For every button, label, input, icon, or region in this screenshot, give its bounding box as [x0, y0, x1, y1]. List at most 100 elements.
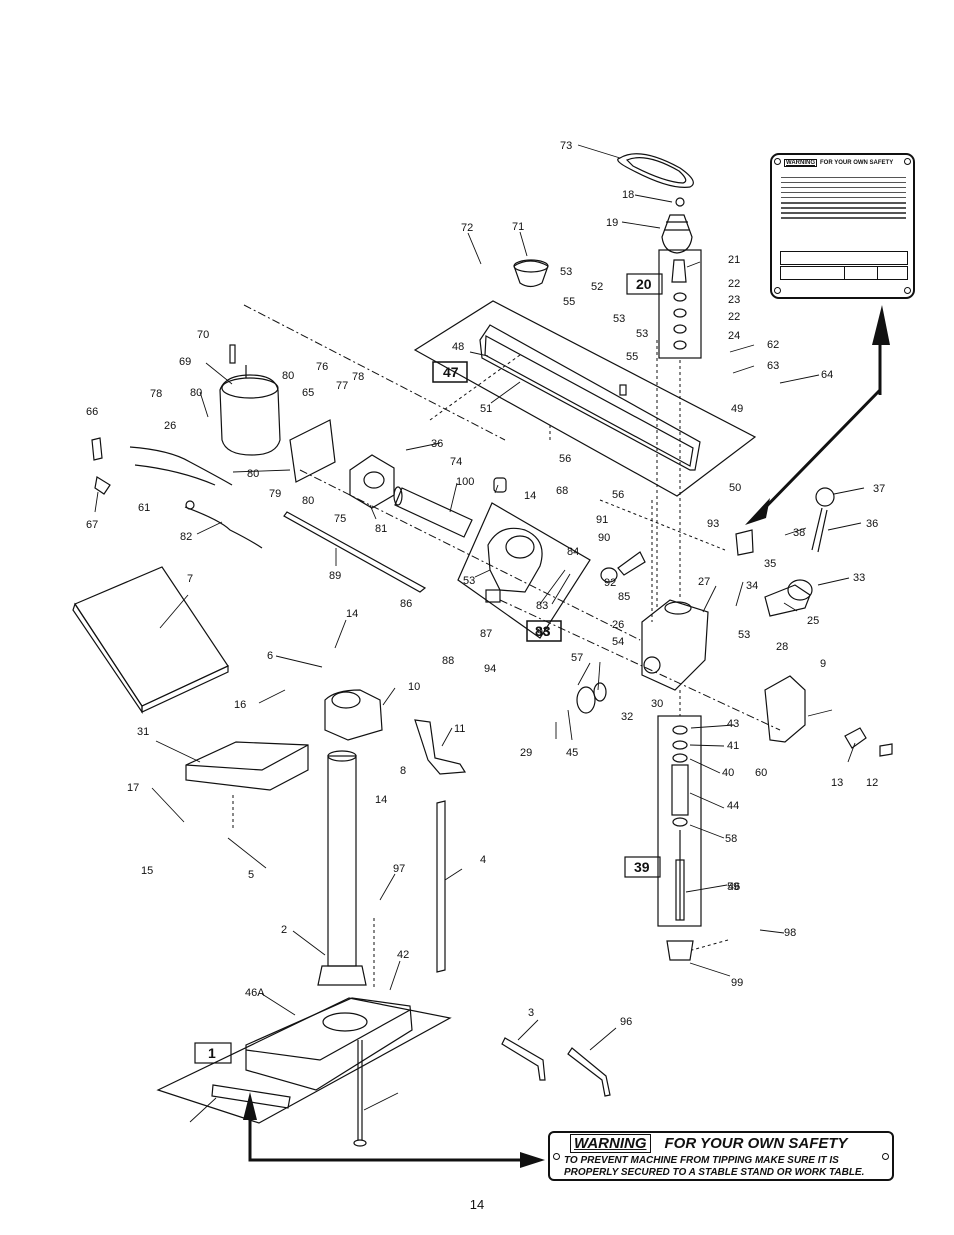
spindle-pulley-part — [661, 214, 693, 254]
part-number-59: 59 — [727, 881, 739, 893]
screw-hole-icon — [904, 158, 911, 165]
part-number-95: 95 — [537, 627, 549, 639]
part-number-36: 36 — [866, 518, 878, 530]
part-number-25: 25 — [807, 615, 819, 627]
part-number-86: 86 — [400, 598, 412, 610]
part-number-43: 43 — [727, 718, 739, 730]
part-number-18: 18 — [622, 189, 634, 201]
part-number-77: 77 — [336, 380, 348, 392]
screw-hole-icon — [774, 287, 781, 294]
feed-hub-part — [764, 584, 811, 617]
rack-part — [436, 800, 446, 973]
part-number-66: 66 — [86, 406, 98, 418]
part-number-6: 6 — [267, 650, 273, 662]
part-number-69: 69 — [179, 356, 191, 368]
part-number-57: 57 — [571, 652, 583, 664]
plate-fine-print — [781, 173, 906, 222]
rivet-hole-icon — [882, 1153, 889, 1160]
motor-tube-part — [394, 487, 473, 538]
plate-field-box — [844, 266, 908, 280]
plate-field-box — [780, 266, 878, 280]
part-number-63: 63 — [767, 360, 779, 372]
table-clamp-part — [324, 689, 383, 741]
part-number-80: 80 — [247, 468, 259, 480]
part-number-85: 85 — [618, 591, 630, 603]
part-number-78: 78 — [352, 371, 364, 383]
part-number-94: 94 — [484, 663, 496, 675]
head-bracket-part — [487, 527, 543, 593]
decal-part — [735, 529, 754, 556]
part-number-53: 53 — [613, 313, 625, 325]
part-number-67: 67 — [86, 519, 98, 531]
part-number-42: 42 — [397, 949, 409, 961]
part-number-48: 48 — [452, 341, 464, 353]
part-number-28: 28 — [776, 641, 788, 653]
base-part — [245, 997, 413, 1091]
part-number-53: 53 — [636, 328, 648, 340]
warning-line-1: TO PREVENT MACHINE FROM TIPPING MAKE SUR… — [564, 1155, 839, 1166]
part-number-88: 88 — [442, 655, 454, 667]
part-number-54: 54 — [612, 636, 624, 648]
part-number-44: 44 — [727, 800, 739, 812]
part-number-14: 14 — [346, 608, 358, 620]
part-number-80: 80 — [282, 370, 294, 382]
part-number-46: 46 — [728, 881, 740, 893]
part-number-17: 17 — [127, 782, 139, 794]
part-number-13: 13 — [831, 777, 843, 789]
part-number-76: 76 — [316, 361, 328, 373]
part-number-60: 60 — [755, 767, 767, 779]
part-number-56: 56 — [559, 453, 571, 465]
part-number-5: 5 — [248, 869, 254, 881]
part-number-93: 93 — [707, 518, 719, 530]
screw-hole-icon — [904, 287, 911, 294]
warning-word: WARNING — [570, 1134, 651, 1153]
head-cover-panel — [413, 300, 757, 497]
assembly-number-20: 20 — [636, 276, 652, 292]
arrow-to-safety-plate — [754, 388, 882, 519]
part-number-55: 55 — [626, 351, 638, 363]
part-number-52: 52 — [591, 281, 603, 293]
table-part — [185, 741, 309, 791]
part-number-30: 30 — [651, 698, 663, 710]
part-number-10: 10 — [408, 681, 420, 693]
warning-line-2: PROPERLY SECURED TO A STABLE STAND OR WO… — [564, 1167, 865, 1178]
part-number-89: 89 — [329, 570, 341, 582]
page-number: 14 — [469, 1197, 485, 1212]
switch-box-part — [764, 675, 806, 743]
bearing-block-part — [349, 454, 395, 509]
part-number-26: 26 — [164, 420, 176, 432]
part-number-84: 84 — [567, 546, 579, 558]
part-number-49: 49 — [731, 403, 743, 415]
part-number-45: 45 — [566, 747, 578, 759]
part-number-96: 96 — [620, 1016, 632, 1028]
part-number-91: 91 — [596, 514, 608, 526]
part-number-73: 73 — [560, 140, 572, 152]
motor-part — [219, 374, 281, 456]
part-number-74: 74 — [450, 456, 462, 468]
part-number-19: 19 — [606, 217, 618, 229]
part-number-71: 71 — [512, 221, 524, 233]
part-number-79: 79 — [269, 488, 281, 500]
head-bracket-panel — [457, 502, 591, 639]
part-number-34: 34 — [746, 580, 758, 592]
arrow-base-to-warning — [248, 1110, 530, 1162]
part-number-58: 58 — [725, 833, 737, 845]
part-number-53: 53 — [463, 575, 475, 587]
hex-key-part-2 — [567, 1047, 611, 1097]
belt-part — [617, 153, 694, 188]
rivet-hole-icon — [553, 1153, 560, 1160]
part-number-4: 4 — [480, 854, 486, 866]
part-number-56: 56 — [612, 489, 624, 501]
crank-handle-part — [414, 719, 467, 775]
part-number-8: 8 — [400, 765, 406, 777]
part-number-23: 23 — [728, 294, 740, 306]
part-number-37: 37 — [873, 483, 885, 495]
chuck-part — [666, 940, 694, 961]
part-number-75: 75 — [334, 513, 346, 525]
part-number-98: 98 — [784, 927, 796, 939]
part-number-29: 29 — [520, 747, 532, 759]
part-number-92: 92 — [604, 577, 616, 589]
